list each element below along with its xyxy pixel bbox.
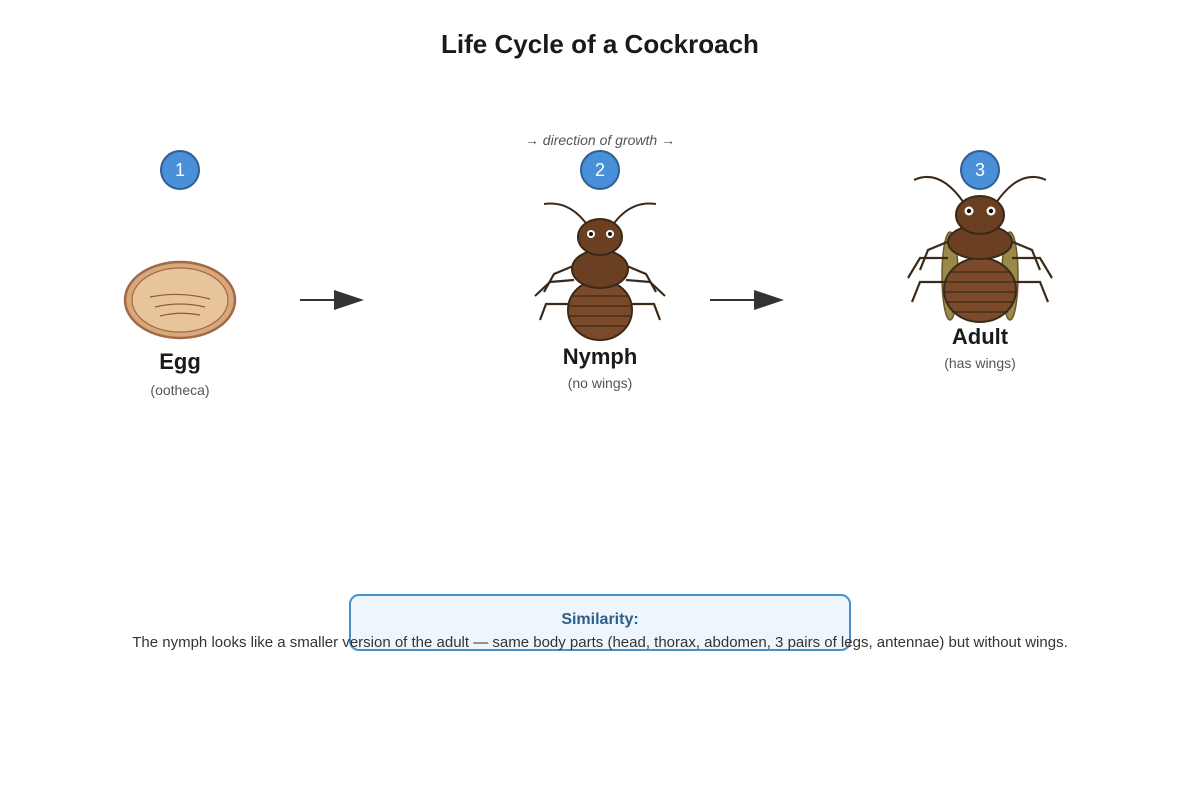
stage-1-name: Egg <box>159 349 201 374</box>
arrow-right-icon <box>710 290 784 310</box>
ootheca-egg-icon <box>123 260 237 340</box>
diagram-title: Life Cycle of a Cockroach <box>441 29 759 59</box>
similarity-title: Similarity: <box>561 611 639 628</box>
stage-3-name: Adult <box>951 324 1009 349</box>
growth-direction-note: → direction of growth → <box>524 132 676 148</box>
stage-1-note: (ootheca) <box>150 382 210 398</box>
stage-3-badge: 3 <box>960 150 1000 190</box>
stage-2-name: Nymph <box>562 344 638 369</box>
stage-1-badge: 1 <box>160 150 200 190</box>
stage-3-note: (has wings) <box>944 355 1016 371</box>
adult-cockroach-icon <box>907 175 1053 323</box>
arrow-right-icon <box>300 290 364 310</box>
similarity-text: The nymph looks like a smaller version o… <box>132 634 1068 651</box>
nymph-cockroach-icon <box>534 202 666 341</box>
stage-2-badge: 2 <box>580 150 620 190</box>
similarity-box <box>349 594 851 651</box>
stage-2-note: (no wings) <box>567 375 633 391</box>
